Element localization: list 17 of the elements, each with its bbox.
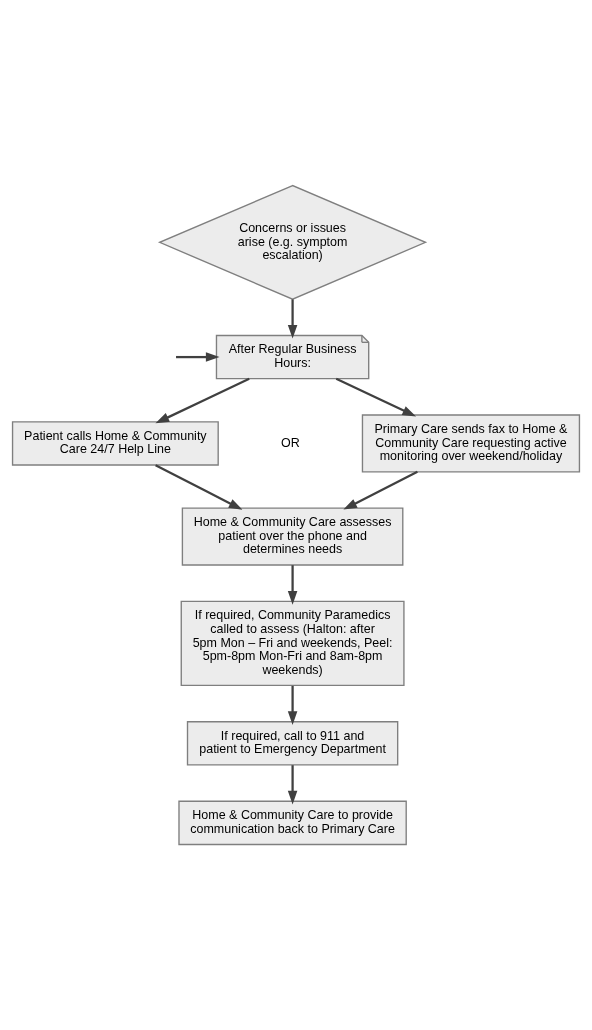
arrow (176, 352, 220, 362)
arrow (287, 765, 298, 805)
arrow (287, 565, 298, 605)
arrow (343, 470, 418, 510)
node-box: Home & Community Care to provide communication back to Primary Care (178, 800, 407, 846)
arrow (287, 685, 298, 725)
node-box: If required, call to 911 and patient to Emergency Department (186, 721, 399, 766)
node-box: Home & Community Care assesses patient over the phone and determines needs (181, 507, 404, 566)
node-box: If required, Community Paramedics called to assess (Halton: after 5pm Mon – Fri and weekends, Peel: 5pm-8pm Mon-Fri and 8am-8pm weekends) (180, 600, 405, 687)
arrow (155, 464, 243, 510)
node-box: Patient calls Home & Community Care 24/7 Help Line (11, 421, 219, 466)
arrow (335, 377, 417, 417)
node-box: Primary Care sends fax to Home & Community Care requesting active monitoring over weekend/holiday (361, 414, 581, 473)
arrow (155, 377, 250, 424)
label: OR (280, 435, 300, 450)
node-diamond: Concerns or issues arise (e.g. symptom escalation) (157, 184, 428, 300)
arrow (287, 299, 298, 339)
